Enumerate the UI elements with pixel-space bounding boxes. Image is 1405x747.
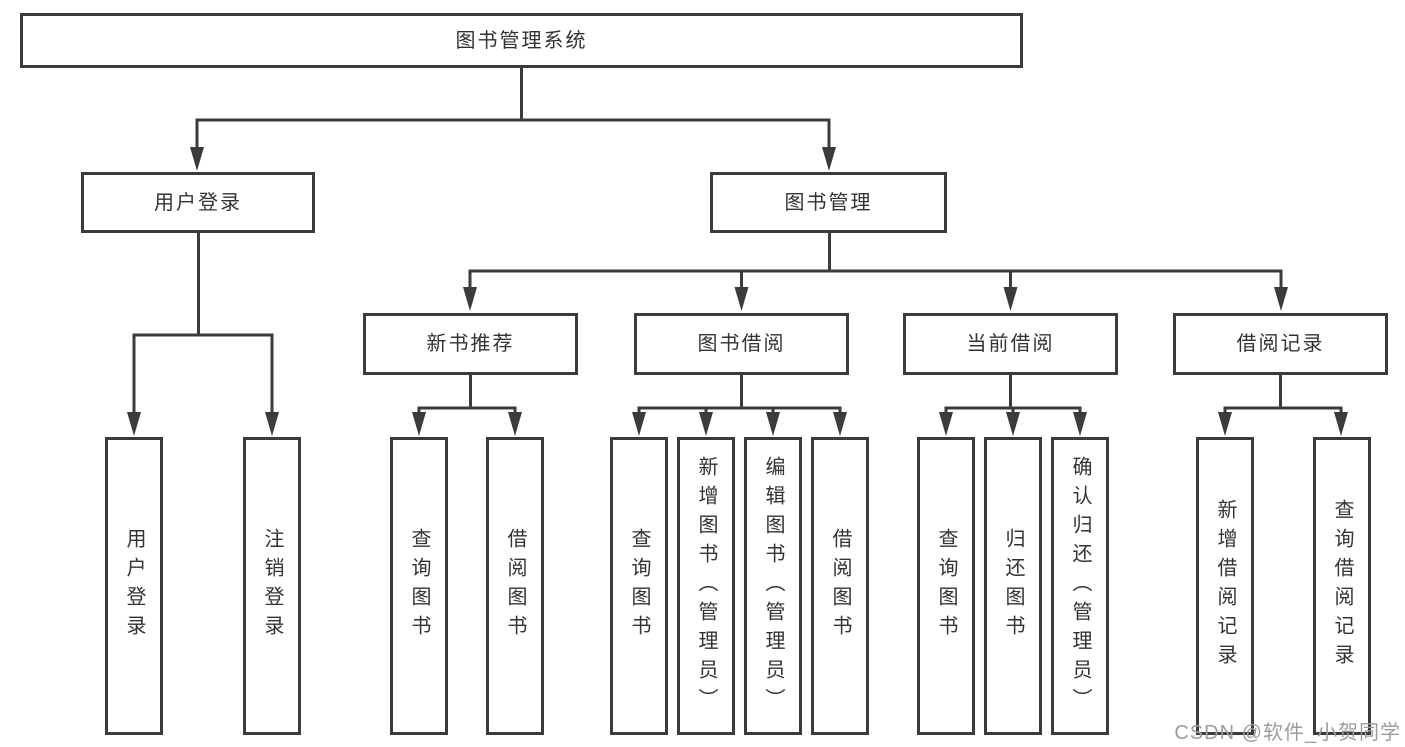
leaf-borrowing-query-books: 查询图书 (610, 437, 668, 735)
leaf-confirm-return-admin-label: 确认归还（管理员） (1069, 455, 1091, 717)
leaf-add-borrow-record-label: 新增借阅记录 (1214, 499, 1236, 673)
leaf-recommend-query-books: 查询图书 (390, 437, 448, 735)
leaf-borrowing-borrow-books: 借阅图书 (811, 437, 869, 735)
leaf-edit-books-admin: 编辑图书（管理员） (744, 437, 802, 735)
leaf-return-books-label: 归还图书 (1002, 528, 1024, 644)
leaf-logout: 注销登录 (243, 437, 301, 735)
node-root-system: 图书管理系统 (20, 13, 1023, 68)
leaf-add-books-admin-label: 新增图书（管理员） (695, 455, 717, 717)
node-current-borrowing-label: 当前借阅 (966, 333, 1055, 355)
leaf-user-login: 用户登录 (105, 437, 163, 735)
leaf-logout-label: 注销登录 (261, 528, 283, 644)
leaf-query-borrow-record: 查询借阅记录 (1313, 437, 1371, 735)
leaf-edit-books-admin-label: 编辑图书（管理员） (762, 455, 784, 717)
node-borrowing-records: 借阅记录 (1173, 313, 1388, 375)
node-user-login: 用户登录 (81, 172, 315, 233)
leaf-recommend-borrow-books: 借阅图书 (486, 437, 544, 735)
node-root-label: 图书管理系统 (455, 29, 588, 52)
node-current-borrowing: 当前借阅 (903, 313, 1118, 375)
leaf-current-query-books: 查询图书 (917, 437, 975, 735)
leaf-add-borrow-record: 新增借阅记录 (1196, 437, 1254, 735)
leaf-query-borrow-record-label: 查询借阅记录 (1331, 499, 1353, 673)
node-user-login-label: 用户登录 (154, 191, 242, 214)
node-new-book-recommend: 新书推荐 (363, 313, 578, 375)
node-book-management-label: 图书管理 (784, 191, 873, 214)
leaf-confirm-return-admin: 确认归还（管理员） (1051, 437, 1109, 735)
csdn-watermark: CSDN @软件_小贺同学 (1174, 722, 1401, 744)
leaf-return-books: 归还图书 (984, 437, 1042, 735)
leaf-user-login-label: 用户登录 (123, 528, 145, 644)
leaf-borrowing-borrow-books-label: 借阅图书 (829, 528, 851, 644)
leaf-recommend-borrow-books-label: 借阅图书 (504, 528, 526, 644)
node-borrowing-records-label: 借阅记录 (1236, 333, 1325, 355)
node-book-borrowing: 图书借阅 (634, 313, 849, 375)
leaf-current-query-books-label: 查询图书 (935, 528, 957, 644)
leaf-add-books-admin: 新增图书（管理员） (677, 437, 735, 735)
node-new-book-recommend-label: 新书推荐 (426, 333, 515, 355)
node-book-management: 图书管理 (710, 172, 947, 233)
node-book-borrowing-label: 图书借阅 (697, 333, 786, 355)
leaf-recommend-query-books-label: 查询图书 (408, 528, 430, 644)
leaf-borrowing-query-books-label: 查询图书 (628, 528, 650, 644)
